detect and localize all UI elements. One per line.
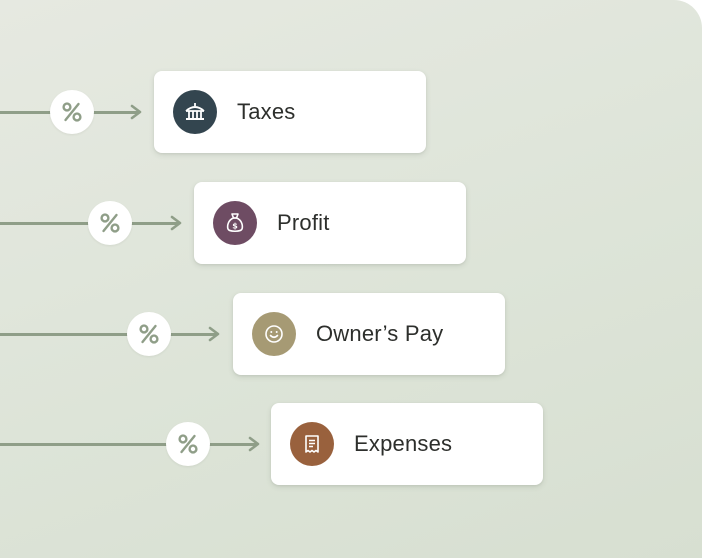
percent-badge bbox=[127, 312, 171, 356]
flow-expenses: Expenses bbox=[0, 403, 702, 487]
receipt-icon bbox=[305, 435, 319, 453]
connector-line bbox=[0, 333, 216, 336]
flow-owners-pay: Owner’s Pay bbox=[0, 293, 702, 377]
profit-icon-circle: $ bbox=[213, 201, 257, 245]
taxes-icon-circle bbox=[173, 90, 217, 134]
percent-badge bbox=[50, 90, 94, 134]
smiley-face-icon bbox=[265, 325, 283, 343]
card-label: Owner’s Pay bbox=[316, 321, 444, 346]
category-card-taxes: Taxes bbox=[154, 71, 426, 153]
category-card-expenses: Expenses bbox=[271, 403, 543, 485]
flow-taxes: Taxes bbox=[0, 71, 702, 155]
card-label: Profit bbox=[277, 210, 330, 235]
arrow-head-icon bbox=[248, 436, 260, 452]
government-building-icon bbox=[185, 103, 205, 120]
card-label: Taxes bbox=[237, 99, 296, 124]
svg-text:$: $ bbox=[232, 222, 238, 231]
owners-pay-icon-circle bbox=[252, 312, 296, 356]
percent-badge bbox=[166, 422, 210, 466]
percent-badge bbox=[88, 201, 132, 245]
expenses-icon-circle bbox=[290, 422, 334, 466]
percent-icon bbox=[139, 324, 159, 344]
percent-icon bbox=[178, 434, 198, 454]
category-card-profit: $ Profit bbox=[194, 182, 466, 264]
percent-icon bbox=[62, 102, 82, 122]
arrow-head-icon bbox=[130, 104, 142, 120]
percent-icon bbox=[100, 213, 120, 233]
card-label: Expenses bbox=[354, 431, 453, 456]
connector-line bbox=[0, 443, 256, 446]
flow-profit: $ Profit bbox=[0, 182, 702, 266]
category-card-owners-pay: Owner’s Pay bbox=[233, 293, 505, 375]
arrow-head-icon bbox=[170, 215, 182, 231]
arrow-head-icon bbox=[208, 326, 220, 342]
money-bag-icon: $ bbox=[226, 213, 244, 233]
